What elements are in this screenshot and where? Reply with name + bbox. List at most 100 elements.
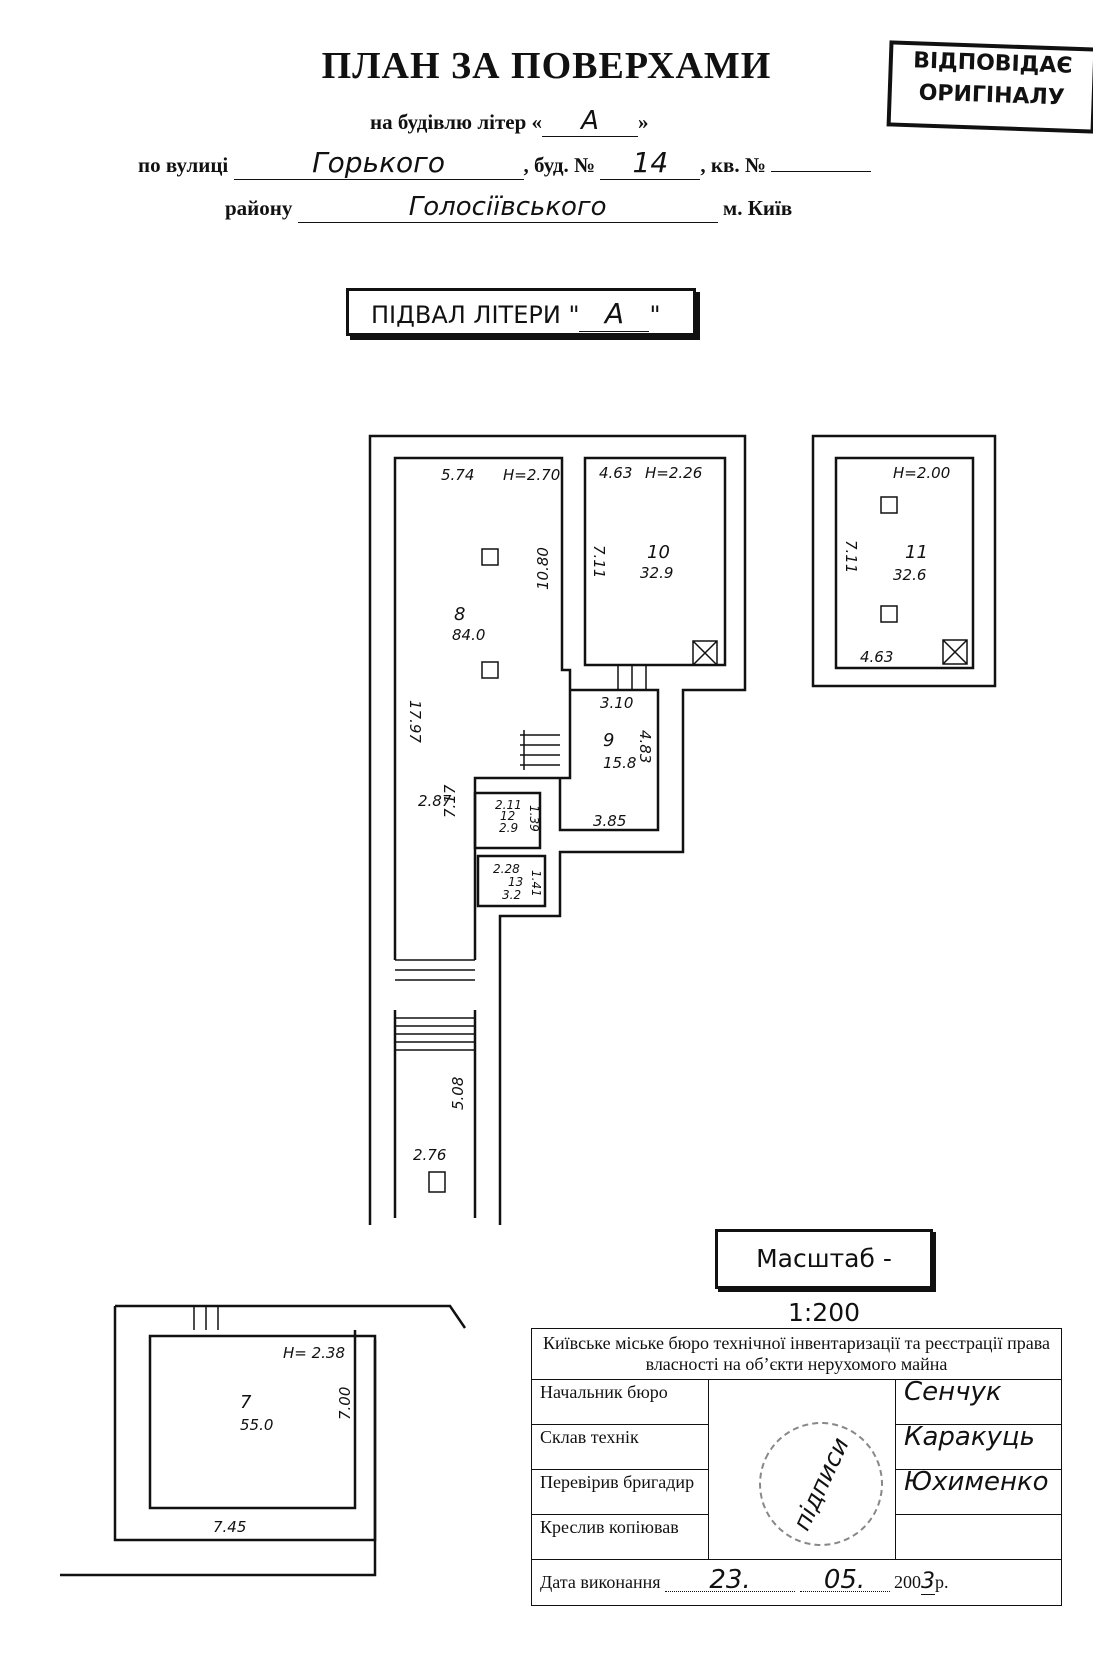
dim-r11-side: 7.11 [842, 540, 860, 573]
plan-walls [60, 434, 997, 1577]
dim-r9-bottom: 3.85 [593, 812, 626, 830]
room-8-number: 8 [454, 604, 465, 625]
dim-r7-side: 7.00 [336, 1387, 354, 1420]
house-label: , буд. № [523, 153, 596, 177]
date-day: 23. [665, 1567, 796, 1593]
room-10-number: 10 [647, 542, 670, 563]
dim-r13-top: 2.28 [493, 862, 520, 876]
room-9-number: 9 [603, 730, 614, 751]
dim-r13-side: 1.41 [529, 870, 543, 897]
room-12-number: 12 [500, 809, 515, 823]
room-13-number: 13 [508, 875, 523, 889]
column-icon [880, 496, 898, 514]
bureau-role: Перевірив бригадир [531, 1469, 709, 1515]
street-line: по вулиці Горького, буд. № 14, кв. № [138, 146, 872, 180]
bureau-role: Креслив копіював [531, 1514, 709, 1560]
stair-icon [617, 665, 647, 690]
bureau-date: Дата виконання 23. 05. 2003р. [531, 1559, 1062, 1606]
dim-r12-top: 2.11 [495, 798, 522, 812]
bureau-signature: Юхименко [895, 1469, 1062, 1515]
room-11-area: 32.6 [893, 566, 926, 584]
dim-r8-top: 5.74 [441, 466, 474, 484]
bureau-signature: Сенчук [895, 1379, 1062, 1425]
date-month: 05. [799, 1567, 890, 1593]
plan-details [193, 496, 968, 1330]
bureau-row: Перевірив бригадир Юхименко [531, 1469, 1062, 1515]
date-year-prefix: 200 [894, 1572, 922, 1592]
city-label: м. Київ [722, 196, 793, 220]
page-title: ПЛАН ЗА ПОВЕРХАМИ [321, 45, 772, 87]
room-9-area: 15.8 [603, 754, 636, 772]
room-13-wall [476, 854, 547, 908]
bureau-heading: Київське міське бюро технічної інвентари… [531, 1328, 1062, 1380]
apt-label: , кв. № [700, 153, 766, 177]
room-11-number: 11 [905, 542, 928, 563]
dim-r9-side: 4.83 [636, 730, 654, 763]
building-letter: А [542, 106, 639, 137]
building-prefix: на будівлю літер « [370, 110, 543, 134]
dim-r9-top: 3.10 [600, 694, 633, 712]
room-7-wall [113, 1306, 377, 1542]
stair-icon [395, 1017, 475, 1051]
room-11-outer [811, 434, 997, 688]
height-r11: H=2.00 [893, 464, 950, 482]
vent-icon [692, 640, 718, 666]
stair-icon [395, 959, 475, 981]
basement-label: ПІДВАЛ ЛІТЕРИ " [371, 301, 580, 329]
district-value: Голосіївського [297, 192, 718, 223]
dim-r8-inner: 10.80 [534, 547, 552, 590]
bureau-signature: Каракуць [895, 1424, 1062, 1470]
district-label: району [225, 196, 293, 220]
column-icon [428, 1171, 446, 1193]
room-8-area: 84.0 [452, 626, 485, 644]
column-icon [481, 661, 499, 679]
room-12-wall [473, 791, 542, 850]
bureau-heading-row: Київське міське бюро технічної інвентари… [531, 1328, 1062, 1380]
house-value: 14 [600, 146, 701, 180]
height-r8: H=2.70 [503, 466, 560, 484]
dim-corridor-side: 5.08 [449, 1077, 467, 1110]
room-12-area: 2.9 [499, 821, 518, 835]
seal-handwriting: підписи [787, 1433, 855, 1535]
date-year-digit: 3 [921, 1569, 936, 1595]
stair-icon [193, 1306, 219, 1330]
room-10-area: 32.9 [640, 564, 673, 582]
room-9-wall [558, 688, 660, 832]
room-11-inner [834, 456, 975, 670]
bureau-date-row: Дата виконання 23. 05. 2003р. [531, 1559, 1062, 1606]
bureau-row: Начальник бюро підписи Сенчук [531, 1379, 1062, 1567]
seal-cell: підписи [708, 1379, 904, 1567]
bureau-signature [895, 1514, 1062, 1560]
building-line: на будівлю літер «А» [370, 106, 649, 137]
height-r7: H= 2.38 [283, 1344, 345, 1362]
dim-r8-side: 17.97 [406, 700, 424, 743]
room-7-area: 55.0 [240, 1416, 273, 1434]
column-icon [880, 605, 898, 623]
dim-r8-lower: 2.87 [418, 792, 452, 810]
bureau-seal: підписи [738, 1401, 904, 1567]
basement-close: " [649, 301, 661, 329]
building-suffix: » [638, 110, 649, 134]
district-line: району Голосіївського м. Київ [225, 192, 792, 223]
dim-r7-bottom: 7.45 [213, 1518, 246, 1536]
dim-r10-top: 4.63 [599, 464, 632, 482]
basement-letter: А [579, 297, 650, 332]
basement-label-box: ПІДВАЛ ЛІТЕРИ "А" [346, 288, 696, 336]
dim-r8-lower-side: 7.17 [441, 784, 459, 818]
dim-r12-side: 1.39 [527, 805, 541, 832]
outer-wall [368, 434, 747, 1225]
dim-r10-side: 7.11 [590, 545, 608, 578]
room-10-wall [583, 456, 727, 667]
room-13-area: 3.2 [502, 888, 521, 902]
vent-icon [942, 639, 968, 665]
bureau-role: Начальник бюро [531, 1379, 709, 1425]
scale-label: Масштаб - 1:200 [715, 1229, 933, 1327]
dim-r11-bottom: 4.63 [860, 648, 893, 666]
height-r10: H=2.26 [645, 464, 702, 482]
room-7-number: 7 [240, 1392, 252, 1413]
corridor-wall [393, 1010, 477, 1218]
date-label: Дата виконання [540, 1572, 661, 1592]
stair-icon [520, 730, 560, 770]
column-icon [481, 548, 499, 566]
